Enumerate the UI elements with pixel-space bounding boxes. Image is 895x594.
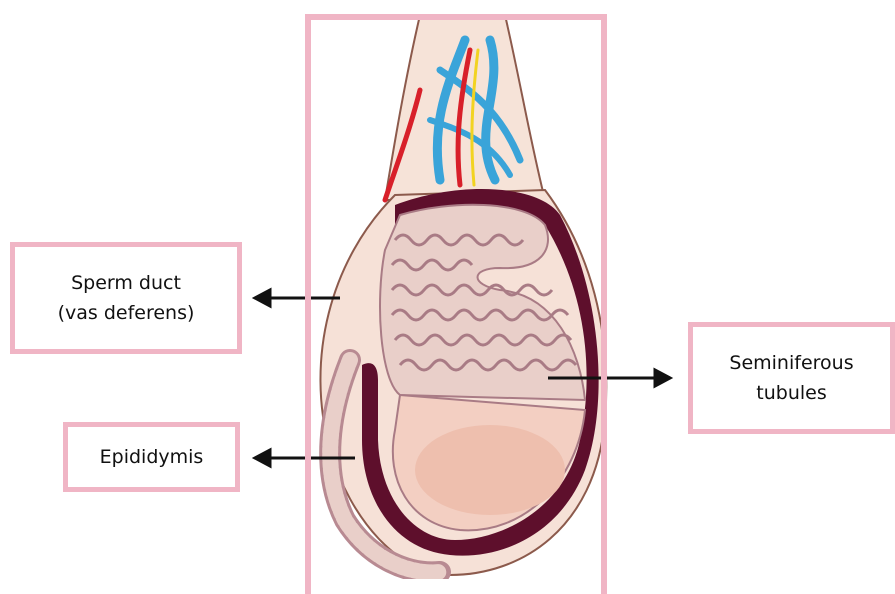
illustration-frame xyxy=(305,14,607,594)
label-seminiferous-line1: Seminiferous xyxy=(729,348,853,378)
label-seminiferous-line2: tubules xyxy=(756,378,826,408)
label-seminiferous-tubules: Seminiferous tubules xyxy=(688,322,895,434)
label-sperm-duct-line1: Sperm duct xyxy=(71,268,181,298)
label-sperm-duct-line2: (vas deferens) xyxy=(58,298,195,328)
label-epididymis: Epididymis xyxy=(63,422,240,492)
label-sperm-duct: Sperm duct (vas deferens) xyxy=(10,242,242,354)
label-epididymis-text: Epididymis xyxy=(100,442,204,472)
